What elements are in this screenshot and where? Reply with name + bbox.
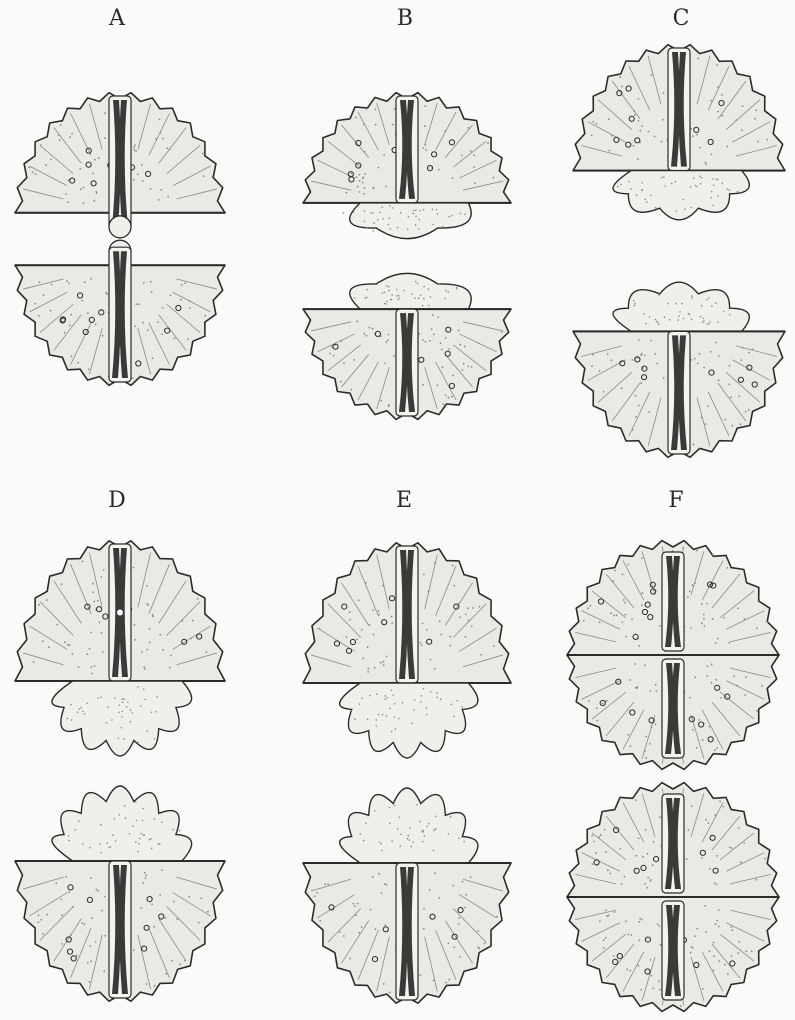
panel-a-cells: [15, 93, 225, 386]
upper-core: [109, 544, 131, 681]
panel-c-drawing: [566, 40, 792, 462]
lower-new-lobe: [350, 273, 471, 309]
upper-core: [109, 96, 131, 231]
upper-core: [396, 96, 418, 203]
lower-new-lobe: [613, 282, 749, 331]
upper-new-lobe: [340, 683, 478, 758]
panel-label-d: D: [108, 488, 126, 513]
lower-new-lobe: [52, 786, 192, 861]
upper-new-lobe: [613, 171, 749, 220]
panel-d-cells: [15, 541, 225, 1001]
panel-f-drawing: [560, 538, 786, 1014]
panel-e-cells: [303, 543, 511, 1003]
panel-b-cells: [303, 93, 511, 420]
panel-label-f: F: [668, 488, 683, 513]
panel-d-drawing: [8, 536, 232, 1006]
upper-bud: [109, 216, 131, 238]
panel-e-drawing: [296, 538, 518, 1008]
cell-1-lower-core: [662, 901, 684, 1000]
panel-label-c: C: [673, 6, 690, 31]
panel-d: [8, 536, 232, 1006]
lower-core: [668, 331, 690, 454]
panel-b-drawing: [296, 88, 518, 424]
panel-f-cells: [567, 541, 779, 1012]
panel-c: [566, 40, 792, 462]
lower-core: [109, 247, 131, 382]
lower-core: [396, 863, 418, 1000]
lower-core: [396, 309, 418, 416]
upper-core: [668, 48, 690, 171]
upper-new-lobe: [52, 681, 192, 756]
panel-c-cells: [573, 45, 785, 458]
panel-e: [296, 538, 518, 1008]
lower-new-lobe: [340, 788, 478, 863]
panel-b: [296, 88, 518, 424]
cell-0-lower-core: [662, 659, 684, 758]
panel-f: [560, 538, 786, 1014]
cell-0-upper-core: [662, 552, 684, 651]
panel-a: [8, 88, 232, 390]
panel-a-drawing: [8, 88, 232, 390]
panel-label-b: B: [397, 6, 413, 31]
panel-label-e: E: [396, 488, 412, 513]
upper-new-lobe: [343, 203, 472, 239]
lower-core: [109, 861, 131, 998]
panel-label-a: A: [109, 6, 125, 31]
upper-core: [396, 546, 418, 683]
cell-1-upper-core: [662, 794, 684, 893]
